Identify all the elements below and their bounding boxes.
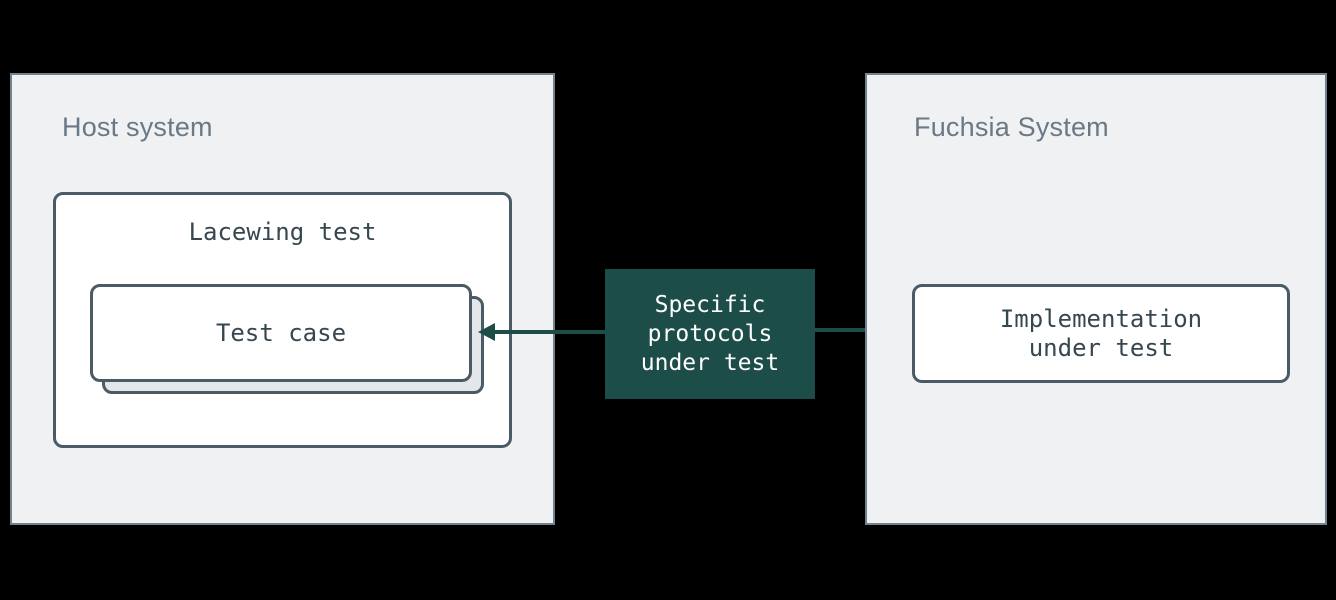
fuchsia-system-title: Fuchsia System bbox=[914, 112, 1109, 142]
lacewing-test-label: Lacewing test bbox=[188, 218, 377, 246]
arrow-to-test-case-line bbox=[490, 330, 605, 334]
implementation-under-test-box: Implementation under test bbox=[912, 284, 1290, 383]
test-case-box: Test case bbox=[90, 284, 472, 382]
arrow-to-implementation-line bbox=[815, 328, 897, 332]
protocols-under-test-box: Specific protocols under test bbox=[605, 269, 815, 399]
host-system-panel: Host system Lacewing test Test case bbox=[10, 73, 555, 525]
lacewing-test-box: Lacewing test Test case bbox=[53, 192, 512, 448]
fuchsia-system-panel: Fuchsia System Implementation under test bbox=[865, 73, 1327, 525]
test-case-label: Test case bbox=[215, 319, 347, 347]
host-system-title: Host system bbox=[62, 112, 213, 142]
left-arrowhead-icon bbox=[478, 323, 495, 341]
